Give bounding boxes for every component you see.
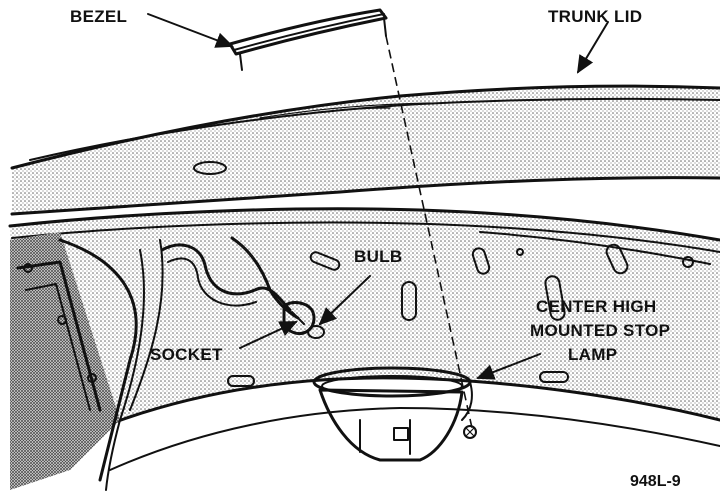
installation-guide-line: [385, 35, 473, 429]
figure-number: 948L-9: [630, 473, 681, 490]
bezel-label: BEZEL: [70, 7, 127, 26]
chmsl-label-line1: CENTER HIGH: [536, 297, 656, 316]
leader-lines: [147, 13, 609, 380]
housing-fastener: [463, 425, 477, 439]
trunk-lid-outer-panel: [10, 84, 720, 216]
lid-oval-slot: [193, 161, 227, 175]
bezel-part: [228, 8, 388, 71]
chmsl-housing: [312, 366, 473, 462]
inner-slots: [227, 243, 694, 387]
trunk-lid-label: TRUNK LID: [548, 7, 642, 26]
trunk-lid-inner-structure: [8, 207, 720, 471]
chmsl-label-line3: LAMP: [568, 345, 617, 364]
wiring-harness: [129, 236, 300, 411]
left-hinge-area: [10, 232, 145, 491]
socket-label: SOCKET: [150, 345, 223, 364]
chmsl-label-line2: MOUNTED STOP: [530, 321, 670, 340]
bulb-label: BULB: [354, 247, 402, 266]
